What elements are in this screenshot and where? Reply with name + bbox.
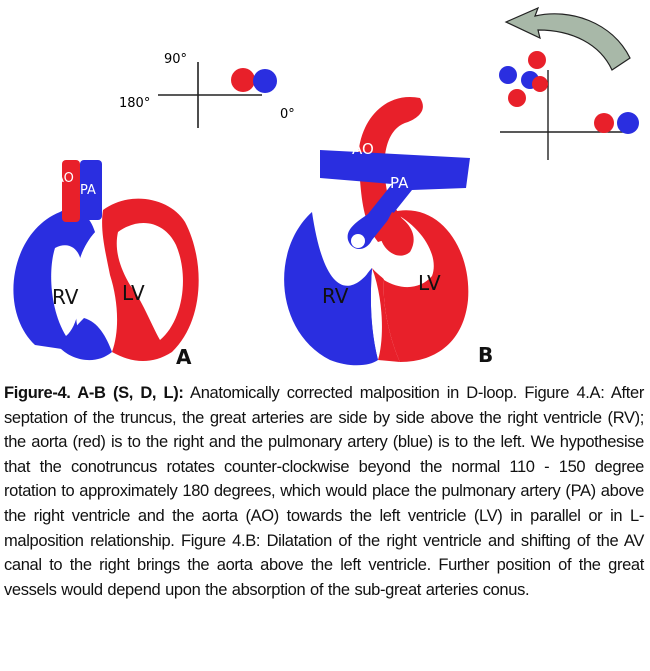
pa-label-a: PA [80, 183, 96, 198]
angle-0-label: 0° [280, 107, 295, 122]
figure-illustration: 90° 180° 0° AO PA RV LV A [13, 6, 639, 369]
curved-arrow-icon [504, 6, 631, 71]
heart-panel-a: AO PA RV LV A [13, 160, 199, 369]
ao-label-a: AO [55, 171, 74, 186]
heart-panel-b: AO PA RV LV B [284, 96, 493, 367]
figure-caption-label: Figure-4. A-B (S, D, L): [4, 384, 184, 402]
rv-label-b: RV [322, 284, 349, 308]
rotation-diagram [499, 6, 639, 160]
lv-label-b: LV [418, 271, 441, 295]
figure-caption-text: Anatomically corrected malposition in D-… [4, 384, 644, 599]
rv-label-a: RV [52, 285, 79, 309]
panel-b-label: B [478, 343, 493, 367]
ao-label-b: AO [352, 140, 374, 158]
pa-label-b: PA [390, 174, 409, 192]
angle-90-label: 90° [164, 52, 187, 67]
lv-label-a: LV [122, 281, 145, 305]
figure-caption: Figure-4. A-B (S, D, L): Anatomically co… [4, 381, 644, 602]
panel-a-label: A [176, 345, 192, 369]
angle-180-label: 180° [119, 96, 150, 111]
orientation-axes-left: 90° 180° 0° [119, 52, 295, 128]
